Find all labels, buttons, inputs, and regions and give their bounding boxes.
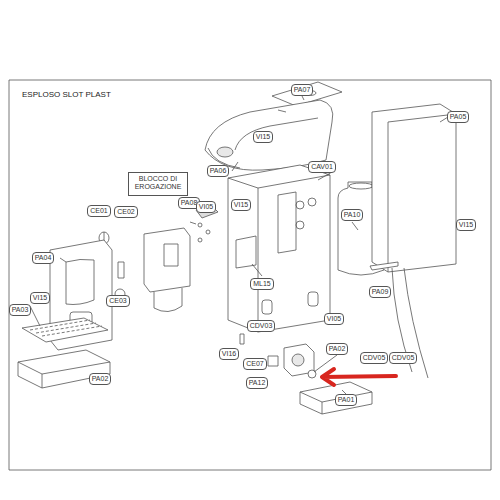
callout-number: PA03 [9, 304, 32, 316]
callout-number: PA02 [89, 373, 112, 385]
callout-number: VI16 [219, 348, 239, 360]
callout-number: PA06 [207, 165, 230, 177]
frame-border [9, 80, 491, 470]
callout-number: VI05 [196, 201, 216, 213]
callout-number: VI15 [30, 292, 50, 304]
callout-number: CDV05 [360, 352, 389, 364]
callout-number: CE03 [106, 295, 130, 307]
callout-number: PA01 [335, 394, 358, 406]
callout-number: PA07 [291, 84, 314, 96]
group-box: BLOCCO DI EROGAZIONE [128, 172, 188, 196]
callout-number: PA05 [447, 111, 470, 123]
callout-number: CE07 [243, 358, 267, 370]
diagram-title: ESPLOSO SLOT PLAST [22, 90, 111, 99]
callout-number: CDV03 [247, 320, 276, 332]
callout-number: ML15 [250, 278, 274, 290]
callout-number: PA09 [369, 286, 392, 298]
callout-number: PA02 [326, 343, 349, 355]
callout-number: CAV01 [308, 161, 336, 173]
callout-number: CE01 [87, 205, 111, 217]
callout-number: PA12 [246, 377, 269, 389]
callout-number: VI15 [231, 199, 251, 211]
callout-number: CE02 [114, 206, 138, 218]
red-arrow [322, 369, 396, 385]
callout-number: CDV05 [389, 352, 418, 364]
callout-number: PA04 [32, 252, 55, 264]
callout-number: PA10 [341, 209, 364, 221]
group-title: BLOCCO DI EROGAZIONE [132, 175, 184, 191]
callout-number: VI15 [253, 131, 273, 143]
callout-number: VI15 [456, 219, 476, 231]
callout-number: VI05 [324, 313, 344, 325]
